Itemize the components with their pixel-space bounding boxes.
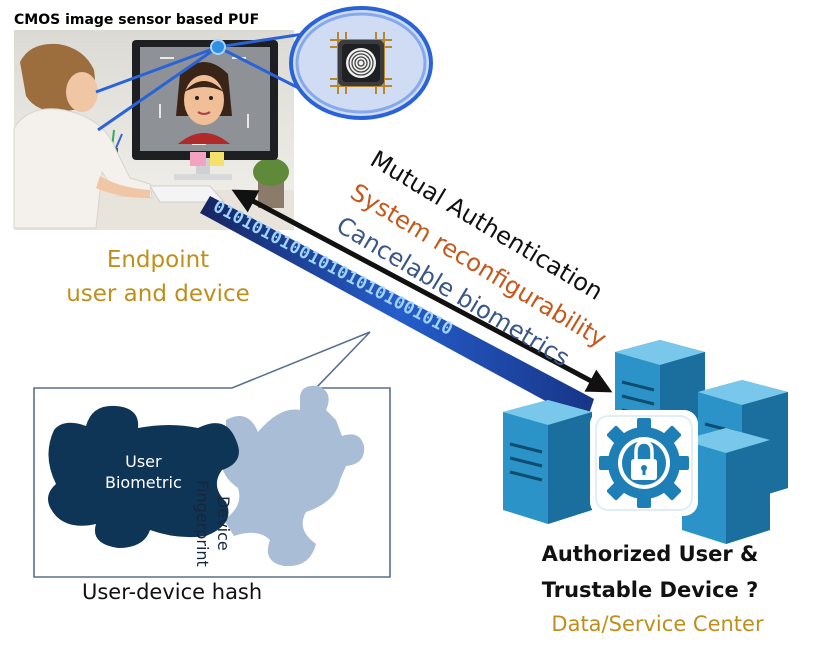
device-fingerprint-line2: Fingerprint: [193, 480, 212, 567]
device-fingerprint-label: Device Fingerprint: [192, 480, 234, 567]
user-biometric-label: User Biometric: [105, 451, 182, 493]
authorized-question-line1: Authorized User &: [541, 542, 759, 566]
authorized-question-line2: Trustable Device ?: [541, 578, 759, 602]
device-fingerprint-line1: Device: [214, 496, 233, 551]
user-biometric-line2: Biometric: [105, 473, 182, 492]
puzzle-icon: [48, 385, 365, 567]
device-fingerprint-piece: [221, 385, 365, 567]
sensor-label: CMOS image sensor based PUF: [14, 12, 260, 28]
lock-icon: [631, 440, 657, 480]
authorized-question-label: Authorized User & Trustable Device ?: [520, 536, 780, 608]
endpoint-label-line1: Endpoint: [106, 247, 210, 273]
user-biometric-line1: User: [125, 452, 162, 471]
user-biometric-piece: [48, 405, 239, 548]
endpoint-label-line2: user and device: [66, 281, 250, 307]
data-service-center-label: Data/Service Center: [551, 612, 764, 636]
endpoint-label: Endpoint user and device: [58, 243, 258, 311]
fingerprint-icon: [346, 48, 376, 78]
mutual-auth-arrow: [231, 189, 613, 393]
user-device-hash-label: User-device hash: [82, 580, 263, 604]
